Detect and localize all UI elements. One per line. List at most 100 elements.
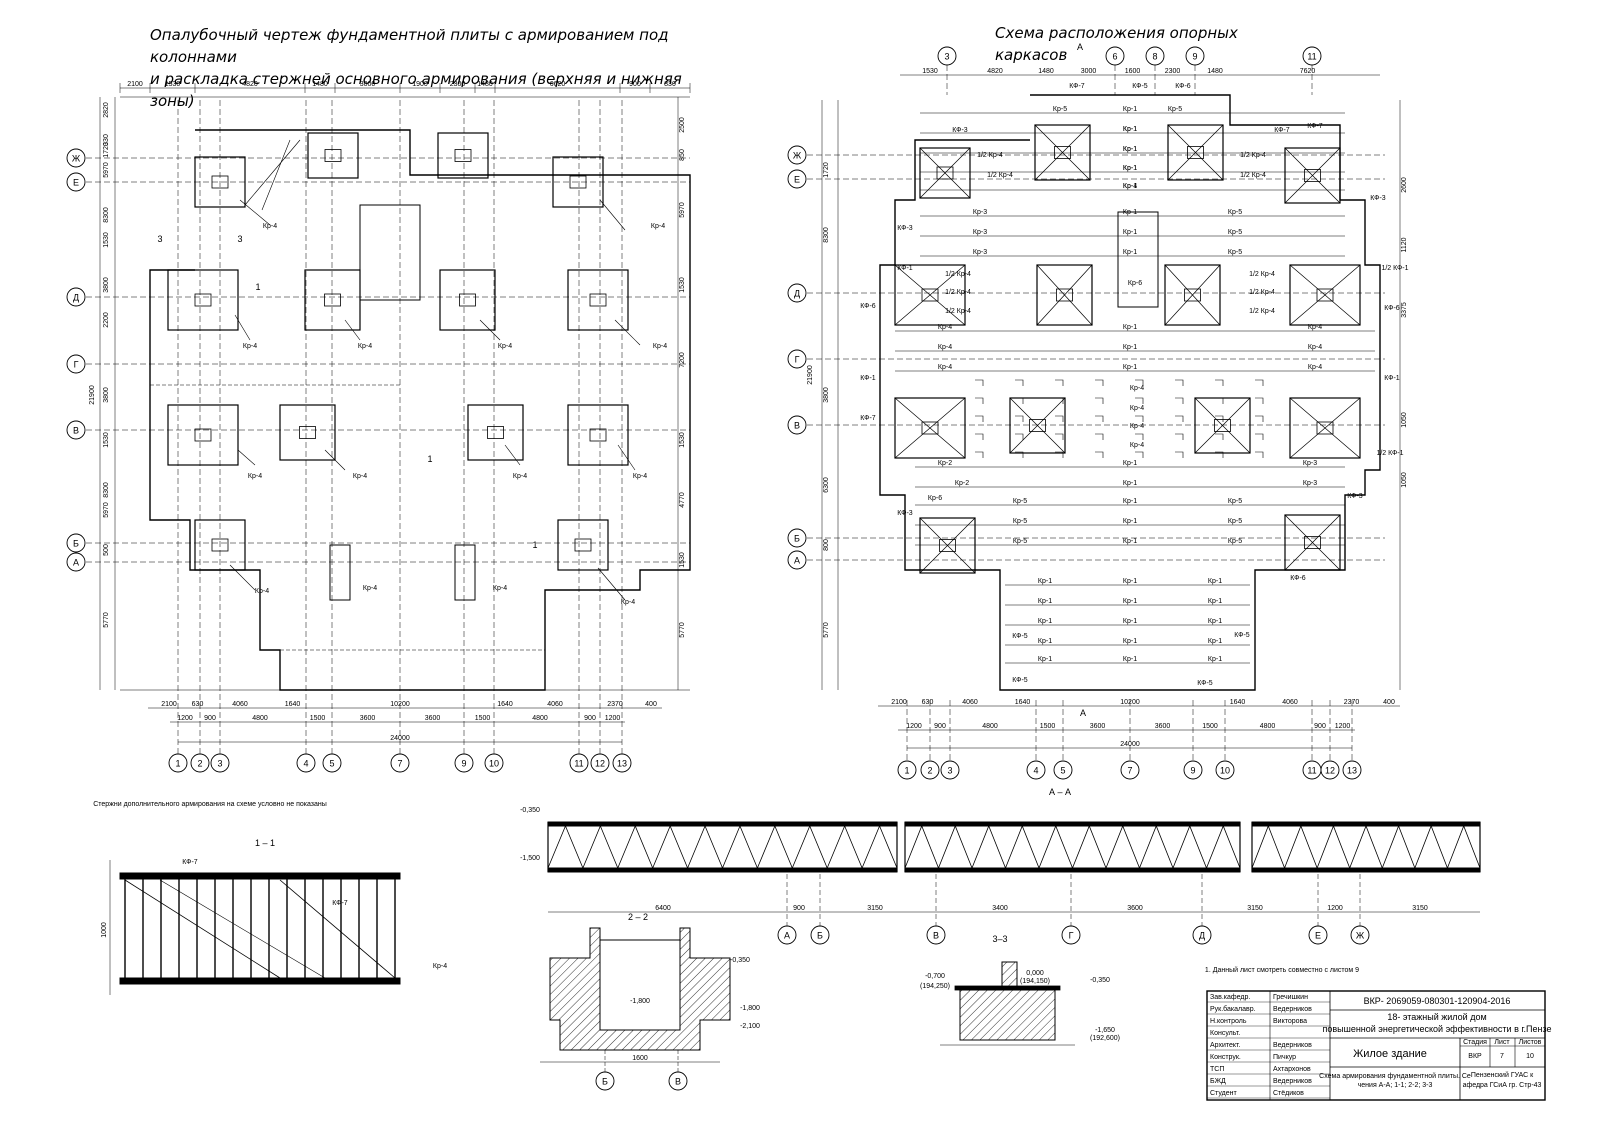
axis-label: Е: [794, 175, 800, 185]
dim-bottom: 1200: [605, 715, 621, 722]
support-bracket: [1055, 415, 1064, 422]
tb-role: Рук.бакалавр.: [1210, 1005, 1256, 1013]
axis-label: 1: [904, 766, 909, 776]
axis-bubble: 13: [612, 753, 632, 773]
tb-name: Викторова: [1273, 1018, 1307, 1025]
dim-top: 1530: [165, 81, 181, 88]
column-pad: [894, 397, 966, 459]
axis-bubble: 3: [940, 760, 960, 780]
tb-name: Пичкур: [1273, 1054, 1296, 1061]
section-mark: А: [1077, 42, 1083, 52]
dim-bottom: 1500: [310, 715, 326, 722]
frame-label: Кр-5: [1228, 209, 1242, 216]
line: [1194, 397, 1251, 454]
dim-bottom: 4800: [1260, 723, 1276, 730]
frame-label: КФ-5: [1234, 632, 1249, 639]
elevation: 0,000: [1026, 970, 1044, 977]
column: [1187, 146, 1204, 159]
axis-label: Г: [795, 355, 800, 365]
line: [1034, 124, 1091, 181]
dim-vert: 5770: [823, 622, 830, 638]
dim-top: 1480: [1207, 68, 1223, 75]
tb-role: Архитект.: [1210, 1042, 1240, 1049]
frame-label: Кр-1: [1208, 638, 1222, 645]
frame-label: Кр-4: [1308, 344, 1322, 351]
dim-vert: 1530: [679, 277, 686, 293]
section-title: 1 – 1: [255, 838, 275, 848]
dim-bottom: 900: [584, 715, 596, 722]
column: [921, 421, 939, 435]
frame-label: 1/2 Кр-4: [945, 271, 971, 278]
line: [229, 564, 256, 591]
dim-bottom: 3150: [867, 905, 883, 912]
frame-label: Кр-1: [1123, 324, 1137, 331]
tb-sheet: 7: [1500, 1053, 1504, 1060]
dim-bottom: 6400: [655, 905, 671, 912]
axis-bubble: 1: [168, 753, 188, 773]
dim-bottom: 3600: [1155, 723, 1171, 730]
section-mark: 1: [255, 282, 260, 292]
axis-label: 12: [1325, 766, 1335, 776]
dim-bottom: 3150: [1412, 905, 1428, 912]
axis-circle: [897, 760, 917, 780]
support-bracket: [1095, 433, 1104, 440]
dim-top: 6620: [550, 81, 566, 88]
truss-web: [1005, 824, 1040, 869]
column: [936, 166, 954, 180]
rebar-label: Кр-4: [363, 585, 377, 592]
axis-label: 13: [617, 759, 627, 769]
axis-label: 7: [1127, 766, 1132, 776]
dim-bottom: 4060: [232, 701, 248, 708]
axis-circle: [1215, 760, 1235, 780]
dim-bottom: 900: [793, 905, 805, 912]
axis-bubble: Б: [595, 1071, 615, 1091]
axis-circle: [1320, 760, 1340, 780]
dim-vert: 21900: [807, 365, 814, 385]
column: [1029, 419, 1046, 432]
elevation: -2,100: [740, 1023, 760, 1030]
axis-circle: [595, 1071, 615, 1091]
dim-vert: 21900: [89, 385, 96, 405]
axis-label: 9: [1192, 52, 1197, 62]
frame-label: Кр-1: [1123, 638, 1137, 645]
section-title: 2 – 2: [628, 912, 648, 922]
column: [487, 426, 504, 439]
axis-circle: [1342, 760, 1362, 780]
bottom-slab: [1251, 867, 1481, 873]
support-bracket: [1135, 379, 1144, 386]
tb-name: Ведерников: [1273, 1078, 1312, 1085]
column: [324, 293, 341, 307]
truss-web: [722, 824, 758, 869]
dim-bottom: 2100: [161, 701, 177, 708]
dim-bottom: 1640: [497, 701, 513, 708]
axis-bubble: А: [777, 925, 797, 945]
line: [1284, 147, 1341, 204]
tb-role: Н.контроль: [1210, 1018, 1247, 1025]
frame-label: Кр-5: [1013, 518, 1027, 525]
section-mark: 1: [427, 454, 432, 464]
dim-vert: 8300: [823, 227, 830, 243]
frame-label: Кр-1: [1123, 126, 1137, 133]
axis-label: 2: [927, 766, 932, 776]
frame-label: КФ-5: [1197, 680, 1212, 687]
line: [279, 879, 396, 979]
column: [1304, 536, 1321, 549]
support-bracket: [1015, 433, 1024, 440]
frame-label: КФ-3: [1347, 493, 1362, 500]
column: [1184, 288, 1201, 302]
tb-stage: ВКР: [1468, 1053, 1482, 1060]
truss-web: [971, 824, 1006, 869]
dim-vert: 800: [823, 539, 830, 551]
dim-bottom: 1200: [1327, 905, 1343, 912]
tb-org: афедра ГСиА гр. Стр-43: [1463, 1082, 1542, 1089]
column-pad: [919, 147, 971, 199]
axis-bubble: Г: [787, 349, 807, 369]
axis-label: 3: [944, 52, 949, 62]
tb-name: Гречишкин: [1273, 994, 1308, 1001]
dim-vert: 2820: [103, 102, 110, 118]
column: [324, 149, 342, 162]
support-bracket: [1215, 433, 1224, 440]
column: [194, 293, 212, 307]
column-pad: [1284, 147, 1341, 204]
dim-vert: 500: [103, 544, 110, 556]
